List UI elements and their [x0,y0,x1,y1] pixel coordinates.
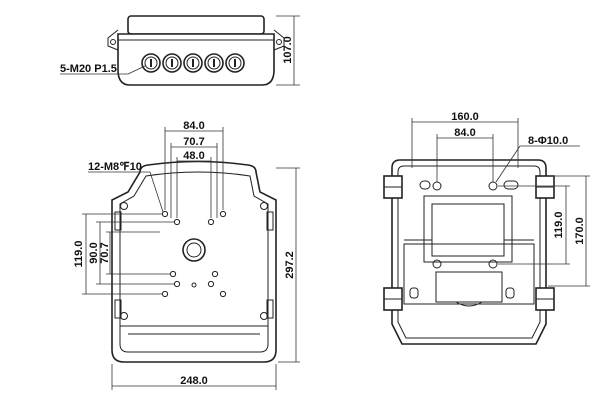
height-119-dimension: 119.0 [73,241,85,268]
width-84-dimension: 84.0 [183,120,204,132]
phi10-holes-label: 8-Φ10.0 [528,135,568,147]
height-119-back-dimension: 119.0 [553,212,565,239]
gland-3 [183,53,203,73]
m8-holes-label: 12-M8℉10 [88,161,142,173]
width-48-dimension: 48.0 [183,150,204,162]
gland-5 [225,53,245,73]
width-248-dimension: 248.0 [180,375,208,387]
box-lid [127,15,265,35]
back-plate-inner [397,165,541,339]
gland-4 [204,53,224,73]
phi10-holes [409,180,519,299]
cable-glands [141,53,245,73]
back-view: 160.0 84.0 8-Φ10.0 119.0 170.0 [383,111,590,345]
width-84-back-dimension: 84.0 [454,127,475,139]
corner-screw-tr [260,202,268,210]
box-body [117,33,275,86]
m8-holes [161,210,227,298]
center-recess [431,203,505,257]
mounting-plate-inner [119,171,269,353]
height-297-dimension: 297.2 [284,251,296,279]
height-90-dimension: 90.0 [88,242,100,263]
front-view: 84.0 70.7 48.0 12-M8℉10 119.0 90.0 70.7 … [73,120,300,390]
gland-2 [162,53,182,73]
corner-screw-tl [120,202,128,210]
height-70-dimension: 70.7 [99,242,111,263]
gland-1 [141,53,161,73]
glands-label: 5-M20 P1.5 [60,63,117,75]
right-lug [273,29,285,51]
height-dimension: 107.0 [282,36,294,64]
width-70-dimension: 70.7 [183,136,204,148]
left-lug [107,29,119,51]
lower-recess [435,271,503,303]
lower-panel [403,243,535,305]
center-cable-hole [182,238,206,262]
height-170-dimension: 170.0 [574,217,586,245]
back-plate [391,159,547,345]
top-view: 5-M20 P1.5 107.0 [60,15,300,86]
width-160-dimension: 160.0 [451,111,479,123]
